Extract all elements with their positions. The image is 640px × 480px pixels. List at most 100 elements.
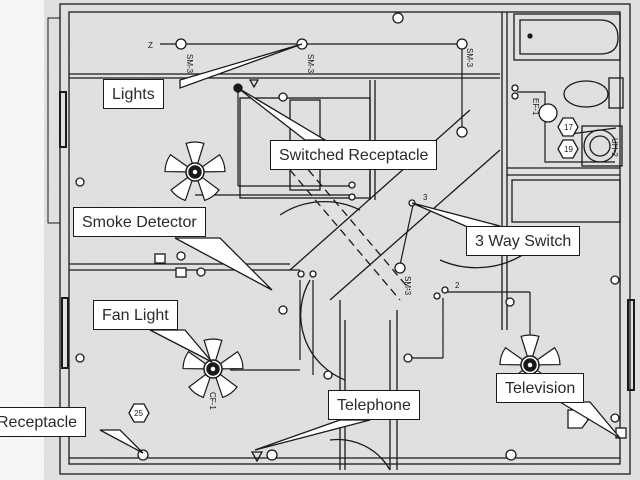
- switch-6: [441, 286, 449, 294]
- receptacle-left-2: [75, 353, 85, 363]
- ceiling-fan-lower: [182, 338, 244, 399]
- window-left-top: [59, 91, 67, 148]
- diag-hall-1: [289, 109, 471, 271]
- diag-door-dash-2: [299, 159, 411, 291]
- tag-switch-2: 2: [455, 281, 460, 290]
- bath-switch-2: [511, 92, 519, 100]
- fan-blade: [182, 350, 208, 370]
- water-heater-inner: [589, 135, 611, 157]
- bath-switch-1: [511, 84, 519, 92]
- leader-receptacle: [99, 429, 144, 454]
- receptacle-closet-2: [323, 370, 333, 380]
- ceiling-fans: [164, 141, 561, 399]
- light-fixture-4: [456, 126, 468, 138]
- bathtub-outer: [513, 13, 621, 61]
- tag-19: 19: [564, 145, 573, 154]
- switch-4: [309, 270, 317, 278]
- fan-blade: [200, 153, 226, 173]
- leader-lights: [179, 43, 303, 89]
- hex-tag-25: [128, 403, 150, 423]
- wire-3way: [399, 204, 414, 266]
- diag-door-dash: [289, 169, 401, 301]
- callout-leaders: [99, 43, 621, 454]
- callout-receptacle: Receptacle: [0, 407, 87, 437]
- tag-fan: CF-1: [208, 392, 217, 410]
- fan-hub: [191, 168, 199, 176]
- switch-1: [348, 181, 356, 189]
- tag-light-1: SM-3: [185, 54, 194, 74]
- bathtub-drain: [527, 33, 533, 39]
- switch-2: [348, 193, 356, 201]
- tag-3way: 3: [423, 193, 428, 202]
- door-swing-1: [279, 200, 361, 216]
- fan-blade: [203, 338, 223, 362]
- fixtures: [75, 12, 627, 463]
- fan-blade: [164, 153, 190, 173]
- heater-box: [581, 125, 623, 167]
- tag-light-5: SM-3: [403, 276, 412, 296]
- fixture-tags: Z SM-3 SM-3 SM-3 SM-3 CF-1 EF-1 17 19 25…: [134, 41, 619, 418]
- fan-blade: [520, 334, 540, 358]
- receptacle-right-1: [610, 275, 620, 285]
- light-fixture-1: [175, 38, 187, 50]
- smoke-symbol-top: [278, 92, 288, 102]
- receptacle-bottom-right: [505, 449, 517, 461]
- closet-right: [511, 179, 621, 223]
- receptacle-left-1: [75, 177, 85, 187]
- window-right: [627, 299, 635, 391]
- fan-hub: [526, 361, 534, 369]
- smoke-detector-symbol: [278, 305, 288, 315]
- leader-telephone: [254, 419, 371, 451]
- outer-wall-outer: [59, 3, 631, 475]
- tag-light-3: SM-3: [465, 48, 474, 68]
- tag-z: Z: [148, 41, 153, 50]
- phone-triangle-top: [248, 79, 260, 89]
- fan-blade: [499, 346, 525, 366]
- receptacle-right-2: [610, 413, 620, 423]
- tag-exhaust-fan: EF-1: [531, 98, 540, 116]
- wiring: [160, 43, 617, 375]
- tag-heater: UH-2: [610, 138, 619, 157]
- callout-3-way-switch: 3 Way Switch: [466, 226, 581, 256]
- diag-hall-2: [329, 149, 501, 301]
- switch-5: [433, 292, 441, 300]
- smoke-symbol-right: [505, 297, 515, 307]
- fan-blade: [170, 176, 194, 202]
- fan-blade: [218, 350, 244, 370]
- light-fixture-5: [394, 262, 406, 274]
- callout-television: Television: [496, 373, 585, 403]
- switch-3: [297, 270, 305, 278]
- walls: [47, 3, 635, 475]
- data-outlet-2: [175, 267, 187, 278]
- ceiling-fan-upper: [164, 141, 226, 202]
- hex-tag-17: [557, 117, 579, 137]
- fan-blade: [185, 141, 205, 165]
- window-left-bottom: [61, 297, 69, 369]
- data-outlet-1: [154, 253, 166, 264]
- tag-17: 17: [564, 123, 573, 132]
- hex-tag-19: [557, 139, 579, 159]
- callout-switched-receptacle: Switched Receptacle: [270, 140, 438, 170]
- light-fixture-3: [456, 38, 468, 50]
- callout-telephone: Telephone: [328, 390, 420, 420]
- exhaust-fan: [538, 103, 558, 123]
- telephone-outlet: [266, 449, 278, 461]
- callout-lights: Lights: [103, 79, 164, 109]
- receptacle-mid-1: [176, 251, 186, 261]
- fan-blade: [188, 373, 212, 399]
- fan-blade: [535, 346, 561, 366]
- leader-fan-light: [149, 329, 213, 363]
- bathtub-inner: [519, 19, 619, 55]
- leader-smoke-detector: [174, 237, 273, 291]
- receptacle-top: [392, 12, 404, 24]
- receptacle-bottom: [137, 449, 149, 461]
- fan-blade: [196, 176, 220, 202]
- toilet-tank: [608, 77, 624, 109]
- receptacle-closet: [403, 353, 413, 363]
- wire-bath: [517, 91, 615, 163]
- toilet-bowl: [563, 80, 609, 108]
- callout-smoke-detector: Smoke Detector: [73, 207, 206, 237]
- tag-25: 25: [134, 409, 143, 418]
- tag-light-2: SM-3: [306, 54, 315, 74]
